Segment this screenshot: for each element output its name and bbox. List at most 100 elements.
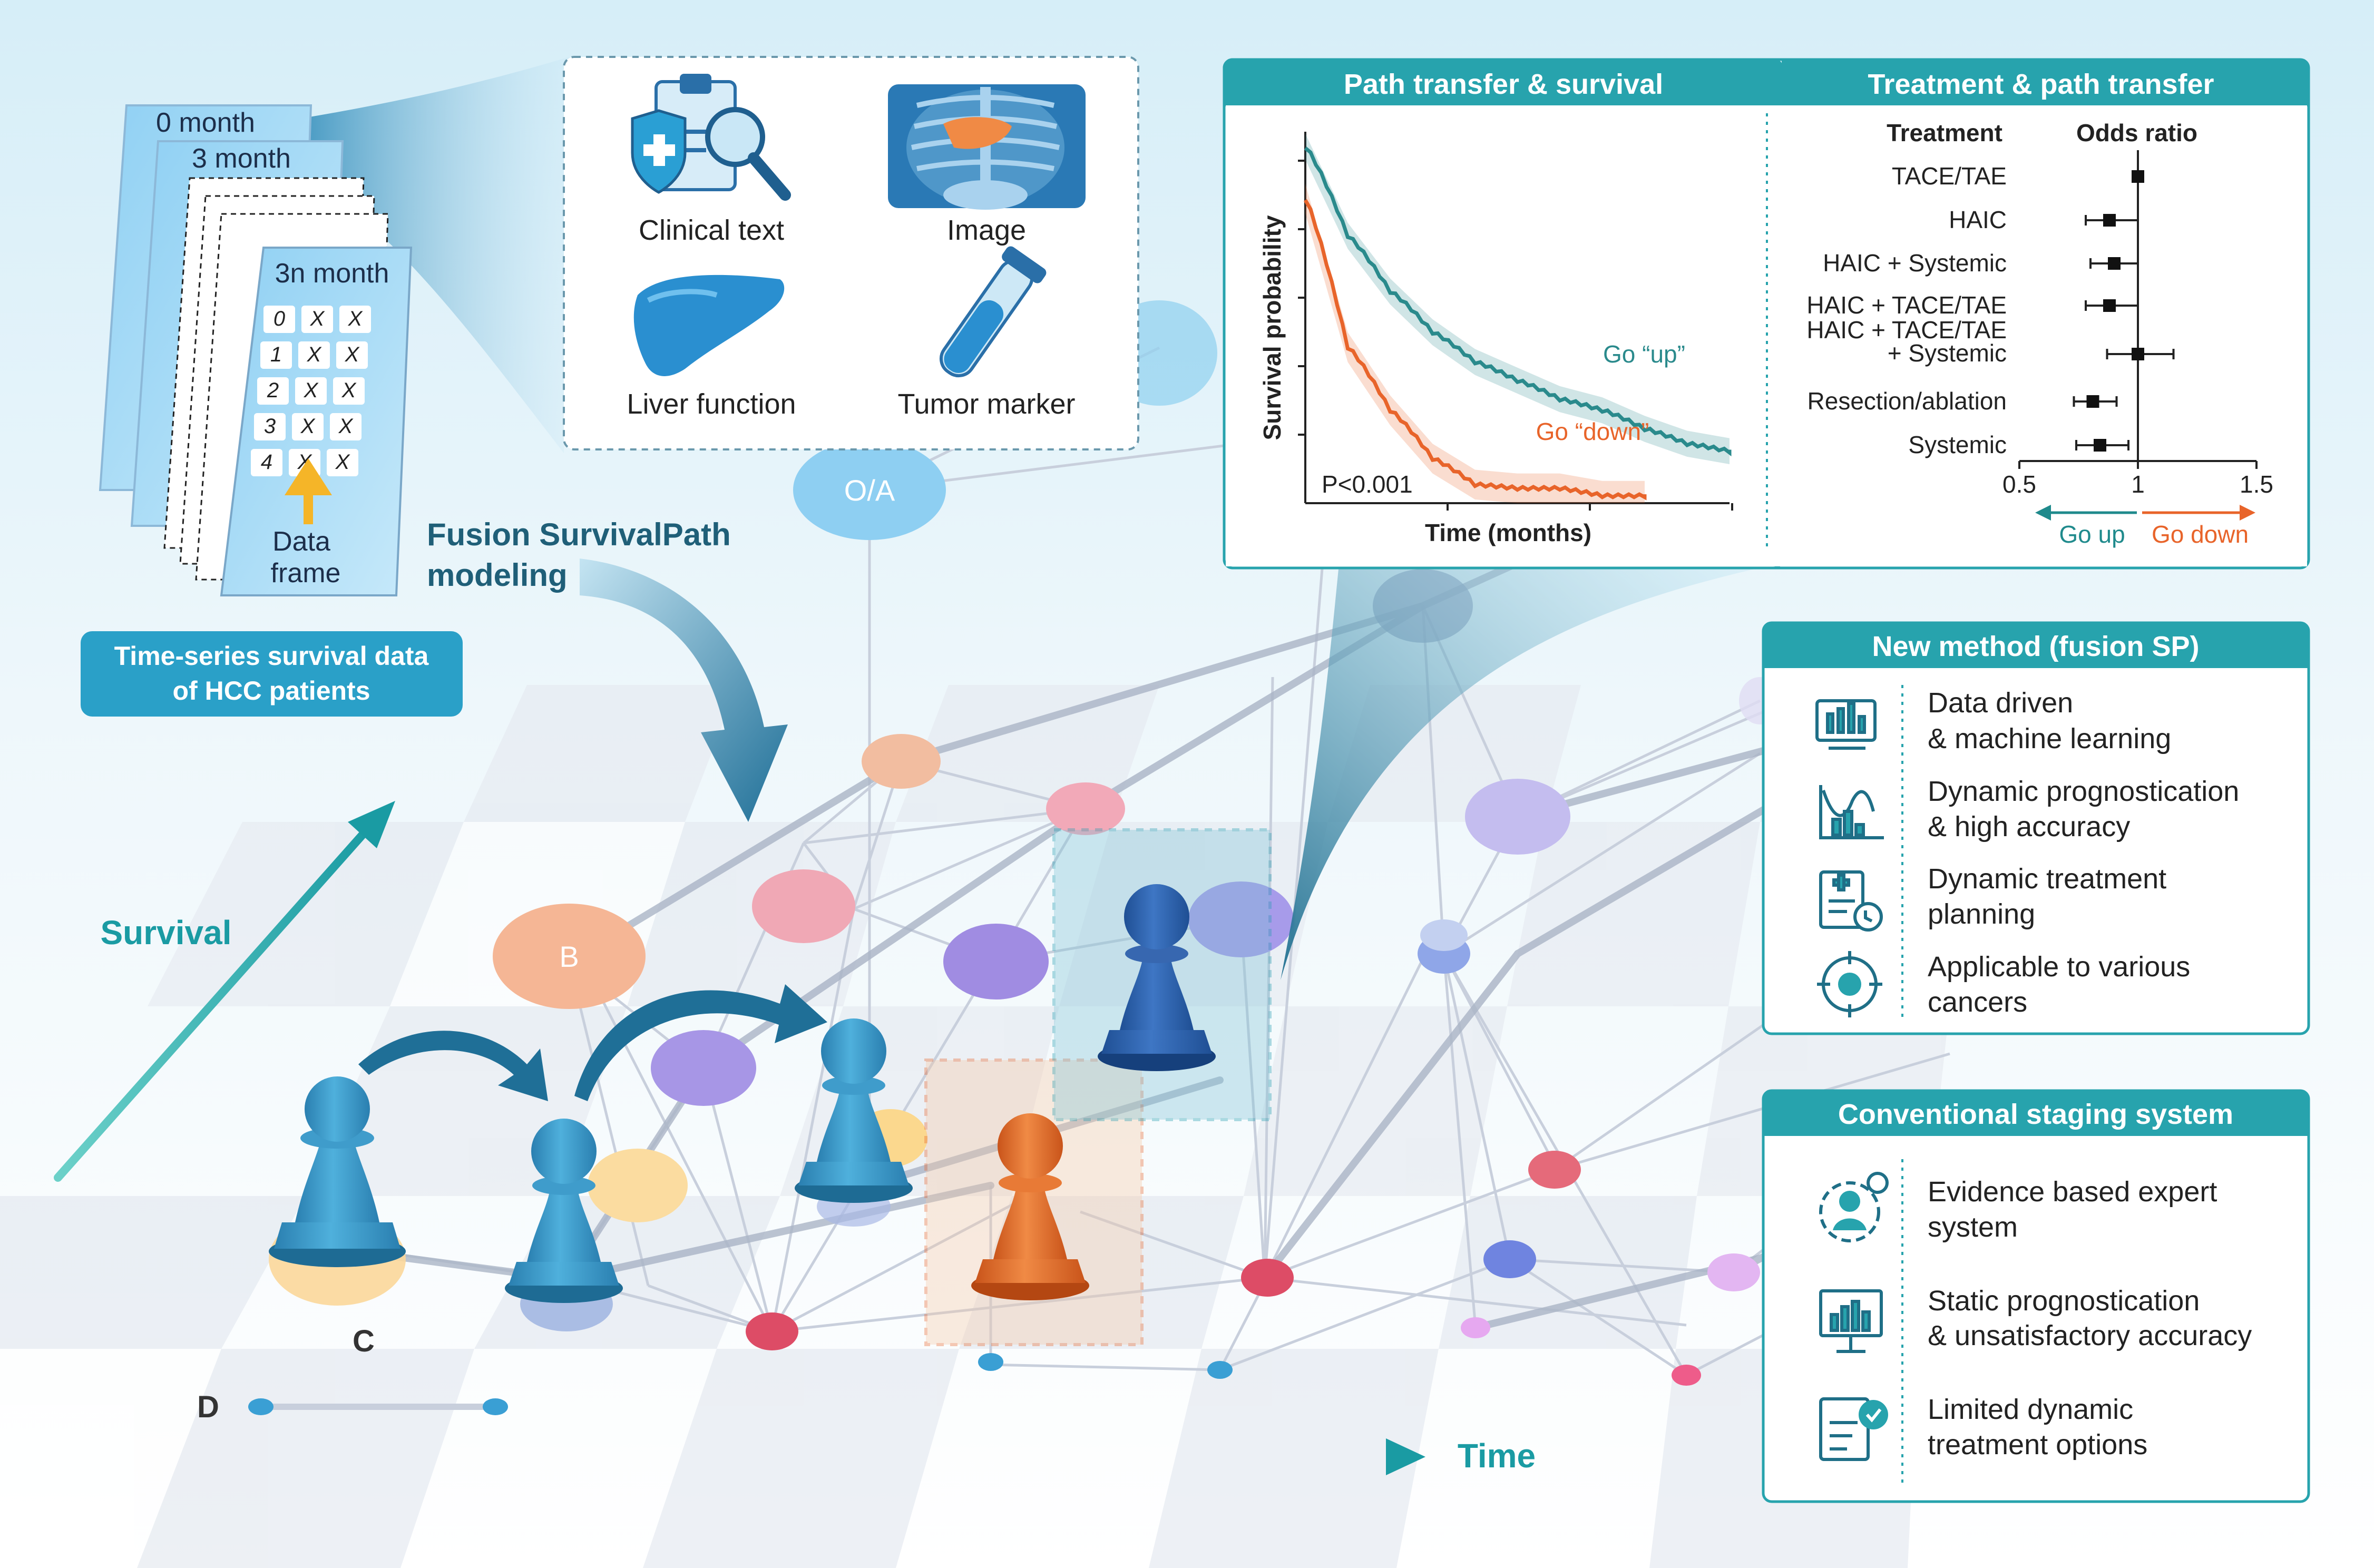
conventional-item-2-line-1: Static prognostication [1928, 1285, 2200, 1317]
panel-header-right [1782, 60, 2309, 106]
node-d-start [248, 1398, 273, 1415]
forest-point [2132, 348, 2144, 360]
node-tiny-lilac [1461, 1317, 1490, 1338]
node-tiny-pink [1672, 1365, 1701, 1386]
medical-report-icon [1819, 1397, 1888, 1461]
forest-legend-down: Go down [2152, 521, 2249, 548]
grid-cell-text: X [338, 415, 354, 438]
pawn-1 [269, 1076, 406, 1267]
grid-cell [327, 449, 358, 476]
fusion-label-2: modeling [427, 557, 568, 593]
forest-row-label: HAIC + TACE/TAE [1806, 316, 2007, 344]
new-method-item-3-line-1: Dynamic treatment [1928, 863, 2166, 895]
grid-cell [263, 306, 295, 333]
node-lavender [1465, 779, 1570, 855]
new-method-title: New method (fusion SP) [1872, 631, 2200, 662]
km-curve [1303, 199, 1647, 501]
grid-cell-text: X [335, 450, 350, 474]
grid-cell [298, 341, 330, 369]
caption-line-1: Time-series survival data [114, 641, 429, 671]
forest-legend-up: Go up [2059, 521, 2125, 548]
node-oa [793, 440, 946, 540]
grid-cell [339, 306, 371, 333]
node-purple-left [651, 1030, 756, 1106]
conventional-header [1763, 1091, 2309, 1136]
node-red-right [1241, 1259, 1294, 1297]
new-method-item-2-line-2: & high accuracy [1928, 811, 2130, 842]
conventional-item-1-line-2: system [1928, 1211, 2018, 1243]
node-peach [862, 734, 941, 789]
grid-cell-text: X [345, 343, 360, 366]
new-method-item-4-line-2: cancers [1928, 986, 2027, 1018]
new-method-item-4-line-1: Applicable to various [1928, 951, 2190, 983]
trend-chart-icon [1819, 785, 1884, 839]
grid-cell-text: 0 [273, 307, 285, 330]
forest-row-label: HAIC [1949, 206, 2007, 233]
forest-point [2132, 170, 2144, 183]
node-d-end [483, 1398, 508, 1415]
frame-3n-month-label: 3n month [275, 258, 389, 289]
target-icon [1817, 951, 1882, 1017]
survival-panel-title: Path transfer & survival [1344, 68, 1663, 100]
grid-cell [251, 449, 282, 476]
node-purple [943, 924, 1049, 999]
grid-cell-text: 4 [261, 450, 272, 474]
modality-clinical-text: Clinical text [639, 214, 784, 246]
data-frame-arrow [285, 458, 332, 524]
forest-point [2103, 299, 2116, 312]
data-computer-icon [1815, 699, 1877, 750]
survival-axis-label: Survival [100, 914, 231, 952]
grid-cell [333, 377, 365, 405]
pawn-2 [505, 1119, 623, 1303]
grid-cell [257, 377, 289, 405]
pawn-3 [795, 1018, 913, 1203]
forest-row-label: Resection/ablation [1808, 387, 2007, 415]
forest-x-tick-label: 0.5 [2002, 471, 2036, 498]
grid-cell-text: X [348, 307, 363, 330]
node-yellow [588, 1149, 688, 1222]
fusion-arrow [580, 558, 788, 822]
grid-cell [301, 306, 333, 333]
data-frame-label-1: Data [272, 526, 330, 557]
node-tiny-blue-2 [1207, 1361, 1233, 1379]
grid-cell-text: X [304, 379, 319, 402]
forest-row-label: HAIC + Systemic [1823, 249, 2007, 277]
data-frame-label-2: frame [271, 558, 341, 589]
km-down-label: Go “down” [1536, 418, 1649, 445]
pawn-navy [1098, 884, 1216, 1071]
modality-liver-function: Liver function [627, 388, 796, 420]
grid-cell-text: X [341, 379, 357, 402]
node-tiny-blue [978, 1353, 1003, 1371]
fusion-label-1: Fusion SurvivalPath [427, 517, 731, 552]
km-chart [1298, 132, 1733, 511]
grid-cell [254, 413, 286, 440]
conventional-item-3-line-2: treatment options [1928, 1429, 2147, 1461]
new-method-header [1763, 623, 2309, 668]
xray-liver-icon [888, 84, 1086, 210]
panel-outline [1223, 58, 2310, 570]
node-pink-small [1046, 782, 1125, 835]
grid-cell-text: X [300, 415, 316, 438]
node-oa-label: O/A [844, 474, 895, 507]
km-ylabel: Survival probability [1258, 215, 1286, 440]
survival-axis-arrow [54, 801, 395, 1182]
grid-cell-text: 3 [264, 415, 276, 438]
new-method-item-1-line-1: Data driven [1928, 687, 2073, 719]
data-funnel [300, 57, 569, 453]
forest-row-label: Systemic [1908, 431, 2007, 458]
modality-image: Image [947, 214, 1026, 246]
node-d-label: D [197, 1390, 219, 1424]
grid-cell [292, 413, 324, 440]
node-purple-right [1188, 881, 1294, 957]
pawn-move-arrows [358, 984, 827, 1101]
expert-gear-icon [1819, 1172, 1889, 1242]
grid-cell [260, 341, 292, 369]
grid-cell [295, 377, 327, 405]
grid-cell [336, 341, 368, 369]
node-b-label: B [559, 940, 579, 973]
frame-0-month-label: 0 month [156, 107, 255, 138]
forest-x-tick-label: 1.5 [2240, 471, 2273, 498]
conventional-item-2-line-2: & unsatisfactory accuracy [1928, 1320, 2252, 1351]
